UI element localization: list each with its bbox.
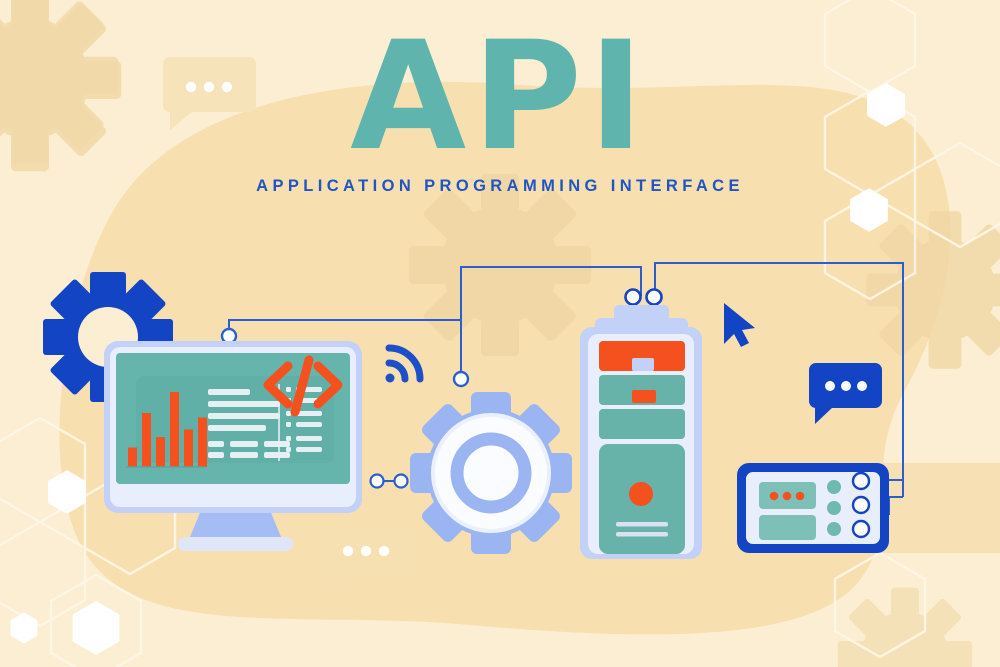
server-main-panel	[599, 444, 685, 554]
chat-bubble-faint-top	[163, 57, 256, 130]
router-port[interactable]	[851, 495, 871, 515]
router-led	[769, 491, 779, 501]
settings-gear[interactable]	[410, 392, 572, 554]
bar-chart	[126, 392, 207, 468]
chat-dot	[857, 381, 867, 391]
chat-bubble-blue[interactable]	[809, 363, 882, 424]
chat-dot	[841, 381, 851, 391]
bar-1	[128, 447, 137, 467]
bar-2	[142, 413, 151, 467]
monitor-base	[178, 537, 293, 551]
code-glyph-icon	[263, 355, 343, 417]
mouse-cursor[interactable]	[724, 303, 755, 347]
router-status-dot	[827, 501, 841, 515]
power-button	[629, 482, 653, 506]
bar-3	[156, 437, 165, 467]
screen-text-lines	[208, 389, 290, 458]
server-bay-3	[599, 409, 685, 439]
router-led	[782, 491, 792, 501]
server-bay-1	[599, 341, 685, 371]
connector-nodes	[220, 288, 663, 489]
bar-5	[184, 429, 193, 467]
router-status-dot	[827, 522, 841, 536]
chat-dot	[825, 381, 835, 391]
server-tower[interactable]	[580, 305, 702, 559]
desktop-monitor[interactable]	[104, 341, 362, 551]
bar-4	[170, 392, 179, 467]
router-panel-2	[759, 515, 816, 540]
decorative-panel	[855, 463, 1000, 553]
router-led	[795, 491, 805, 501]
router-status-dot	[827, 480, 841, 494]
router-port[interactable]	[851, 471, 871, 491]
server-bay-2	[599, 375, 685, 405]
wifi-signal-icon[interactable]	[385, 344, 424, 383]
chat-bubble-faint-bottom	[321, 528, 413, 598]
network-router[interactable]	[737, 463, 889, 553]
bar-6	[198, 417, 207, 467]
router-port[interactable]	[851, 519, 871, 539]
